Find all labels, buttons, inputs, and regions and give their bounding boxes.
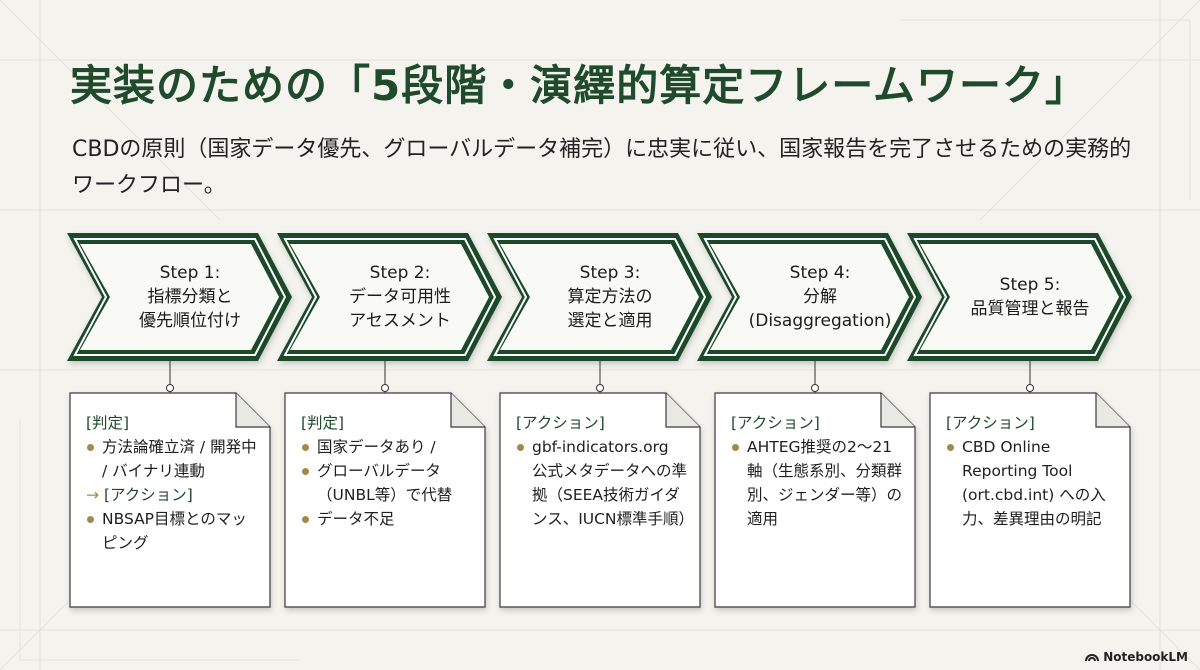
- note-1-action-line: → [アクション]: [86, 483, 258, 507]
- brand-label: NotebookLM: [1103, 650, 1188, 664]
- step-1-line-2: 指標分類と: [147, 287, 233, 307]
- chevron-step-2: [277, 233, 502, 361]
- note-4-item-1: AHTEG推奨の2〜21軸（生態系別、分類群別、ジェンダー等）の適用: [731, 435, 903, 531]
- notebooklm-brand: NotebookLM: [1085, 650, 1188, 664]
- chevron-step-3: [487, 233, 712, 361]
- step-5-label: Step 5: 品質管理と報告: [940, 252, 1120, 342]
- step-3-line-2: 算定方法の: [567, 287, 653, 307]
- page-title: 実装のための「5段階・演繹的算定フレームワーク」: [70, 61, 1088, 110]
- step-5-line-1: Step 5:: [999, 275, 1061, 295]
- note-2-item-1: 国家データあり /: [301, 435, 473, 459]
- step-4-line-3: (Disaggregation): [748, 311, 892, 331]
- step-5-line-2: 品質管理と報告: [970, 299, 1090, 319]
- note-5-tag: [アクション]: [946, 414, 1035, 432]
- step-2-label: Step 2: データ可用性 アセスメント: [310, 252, 490, 342]
- note-sheet-1: [69, 392, 271, 608]
- note-1-tag: [判定]: [86, 414, 130, 432]
- note-1-tag2: [アクション]: [103, 486, 193, 504]
- note-5-list: CBD Online Reporting Tool (ort.cbd.int) …: [946, 435, 1118, 531]
- connectors: [166, 361, 1034, 393]
- step-2-line-1: Step 2:: [369, 263, 431, 283]
- note-step-1: [判定] 方法論確立済 / 開発中 / バイナリ連動 → [アクション] NBS…: [70, 393, 270, 607]
- chevron-step-5: [907, 233, 1132, 361]
- step-2-line-2: データ可用性: [349, 287, 451, 307]
- step-1-line-1: Step 1:: [159, 263, 221, 283]
- note-3-tag: [アクション]: [516, 414, 605, 432]
- step-3-label: Step 3: 算定方法の 選定と適用: [520, 252, 700, 342]
- note-2-item-2: グローバルデータ（UNBL等）で代替: [301, 459, 473, 507]
- note-2-item-3: データ不足: [301, 507, 473, 531]
- note-1-item-1: 方法論確立済 / 開発中 / バイナリ連動: [86, 435, 258, 483]
- note-sheet-5: [929, 392, 1131, 608]
- step-4-line-1: Step 4:: [789, 263, 851, 283]
- step-1-label: Step 1: 指標分類と 優先順位付け: [100, 252, 280, 342]
- step-4-label: Step 4: 分解 (Disaggregation): [730, 252, 910, 342]
- step-2-line-3: アセスメント: [349, 311, 451, 331]
- chevron-step-4: [697, 233, 922, 361]
- note-4-tag: [アクション]: [731, 414, 820, 432]
- note-sheet-3: [499, 392, 701, 608]
- step-3-line-1: Step 3:: [579, 263, 641, 283]
- notebooklm-icon: [1085, 654, 1100, 662]
- note-3-list: gbf-indicators.org 公式メタデータへの準拠（SEEA技術ガイダ…: [516, 435, 694, 531]
- note-4-list: AHTEG推奨の2〜21軸（生態系別、分類群別、ジェンダー等）の適用: [731, 435, 903, 531]
- note-step-4: [アクション] AHTEG推奨の2〜21軸（生態系別、分類群別、ジェンダー等）の…: [715, 393, 915, 607]
- note-step-5: [アクション] CBD Online Reporting Tool (ort.c…: [930, 393, 1130, 607]
- step-1-line-3: 優先順位付け: [139, 311, 241, 331]
- note-5-item-1: CBD Online Reporting Tool (ort.cbd.int) …: [946, 435, 1118, 531]
- note-step-3: [アクション] gbf-indicators.org 公式メタデータへの準拠（S…: [500, 393, 700, 607]
- note-2-list: 国家データあり / グローバルデータ（UNBL等）で代替 データ不足: [301, 435, 473, 531]
- step-3-line-3: 選定と適用: [567, 311, 653, 331]
- note-3-item-1: gbf-indicators.org 公式メタデータへの準拠（SEEA技術ガイダ…: [516, 435, 694, 531]
- note-1-item-2: NBSAP目標とのマッピング: [86, 507, 258, 555]
- note-step-2: [判定] 国家データあり / グローバルデータ（UNBL等）で代替 データ不足: [285, 393, 485, 607]
- page-subtitle: CBDの原則（国家データ優先、グローバルデータ補完）に忠実に従い、国家報告を完了…: [72, 137, 1132, 198]
- arrow-right-icon: →: [86, 486, 99, 504]
- note-1-list: 方法論確立済 / 開発中 / バイナリ連動: [86, 435, 258, 483]
- note-sheets: [69, 392, 1131, 608]
- step-4-line-2: 分解: [803, 287, 837, 307]
- note-1-list-2: NBSAP目標とのマッピング: [86, 507, 258, 555]
- note-sheet-4: [714, 392, 916, 608]
- note-sheet-2: [284, 392, 486, 608]
- note-2-tag: [判定]: [301, 414, 345, 432]
- chevron-step-1: [67, 233, 292, 361]
